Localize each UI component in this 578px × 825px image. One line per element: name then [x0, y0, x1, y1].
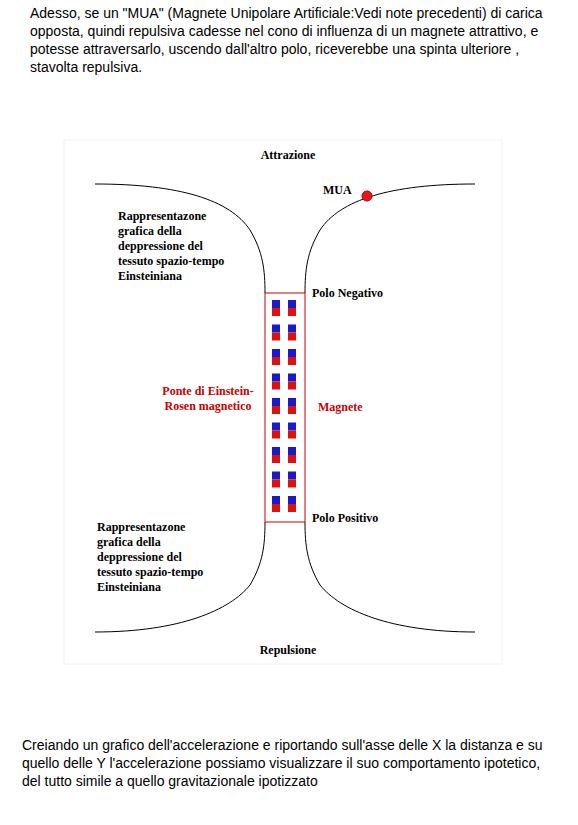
- magnet-north: [288, 423, 296, 431]
- magnet-north: [288, 496, 296, 504]
- magnet-south: [288, 406, 296, 414]
- magnet-element: [288, 374, 296, 390]
- spacetime-curve: [305, 184, 475, 293]
- magnet-north: [288, 447, 296, 455]
- pole-label: Polo Negativo: [312, 286, 422, 301]
- magnet-element: [272, 349, 280, 365]
- magnet-south: [288, 455, 296, 463]
- magnet-north: [272, 423, 280, 431]
- magnet-element: [272, 447, 280, 463]
- magnet-south: [272, 333, 280, 341]
- magnet-element: [288, 325, 296, 341]
- magnet-south: [272, 308, 280, 316]
- magnet-element: [288, 349, 296, 365]
- spacetime-curve: [95, 184, 265, 293]
- magnet-label: Magnete: [318, 400, 398, 415]
- magnet-south: [288, 333, 296, 341]
- magnet-south: [272, 357, 280, 365]
- magnet-south: [272, 406, 280, 414]
- magnet-element: [288, 398, 296, 414]
- magnet-element: [288, 472, 296, 488]
- bottom-heading: Repulsione: [238, 643, 338, 658]
- magnet-south: [272, 455, 280, 463]
- magnet-south: [288, 480, 296, 488]
- magnet-north: [272, 325, 280, 333]
- mua-label: MUA: [323, 183, 363, 198]
- magnet-south: [288, 308, 296, 316]
- magnet-element: [288, 300, 296, 316]
- magnet-south: [272, 431, 280, 439]
- magnet-south: [288, 431, 296, 439]
- magnet-north: [272, 447, 280, 455]
- magnet-element: [272, 300, 280, 316]
- magnet-outline: [265, 293, 305, 522]
- magnet-north: [288, 472, 296, 480]
- magnet-north: [272, 300, 280, 308]
- magnet-element: [272, 496, 280, 512]
- pole-label: Polo Positivo: [312, 511, 422, 526]
- region-label: Rappresentazone grafica della deppressio…: [97, 520, 215, 595]
- magnet-south: [272, 504, 280, 512]
- magnet-north: [288, 398, 296, 406]
- magnet-north: [288, 300, 296, 308]
- magnet-element: [288, 447, 296, 463]
- magnet-south: [272, 480, 280, 488]
- magnet-north: [272, 472, 280, 480]
- magnet-element: [272, 325, 280, 341]
- spacetime-curve: [305, 522, 475, 632]
- magnet-element: [272, 472, 280, 488]
- magnet-south: [272, 382, 280, 390]
- magnet-south: [288, 504, 296, 512]
- magnet-element: [288, 423, 296, 439]
- magnet-north: [288, 349, 296, 357]
- magnet-north: [288, 374, 296, 382]
- magnet-south: [288, 357, 296, 365]
- intro-paragraph: Adesso, se un "MUA" (Magnete Unipolare A…: [30, 4, 565, 76]
- magnet-element: [272, 398, 280, 414]
- magnet-element: [272, 423, 280, 439]
- magnet-north: [272, 496, 280, 504]
- diagram-frame: [64, 140, 502, 664]
- magnet-array: [272, 300, 296, 512]
- caption-paragraph: Creiando un grafico dell'accelerazione e…: [22, 736, 562, 790]
- magnet-north: [272, 349, 280, 357]
- bridge-label: Ponte di Einstein-Rosen magnetico: [155, 384, 261, 414]
- mua-dot: [362, 191, 372, 201]
- magnet-north: [272, 374, 280, 382]
- magnet-north: [288, 325, 296, 333]
- magnet-north: [272, 398, 280, 406]
- top-heading: Attrazione: [238, 148, 338, 163]
- magnet-element: [288, 496, 296, 512]
- region-label: Rappresentazone grafica della deppressio…: [118, 209, 236, 284]
- magnet-element: [272, 374, 280, 390]
- magnet-south: [288, 382, 296, 390]
